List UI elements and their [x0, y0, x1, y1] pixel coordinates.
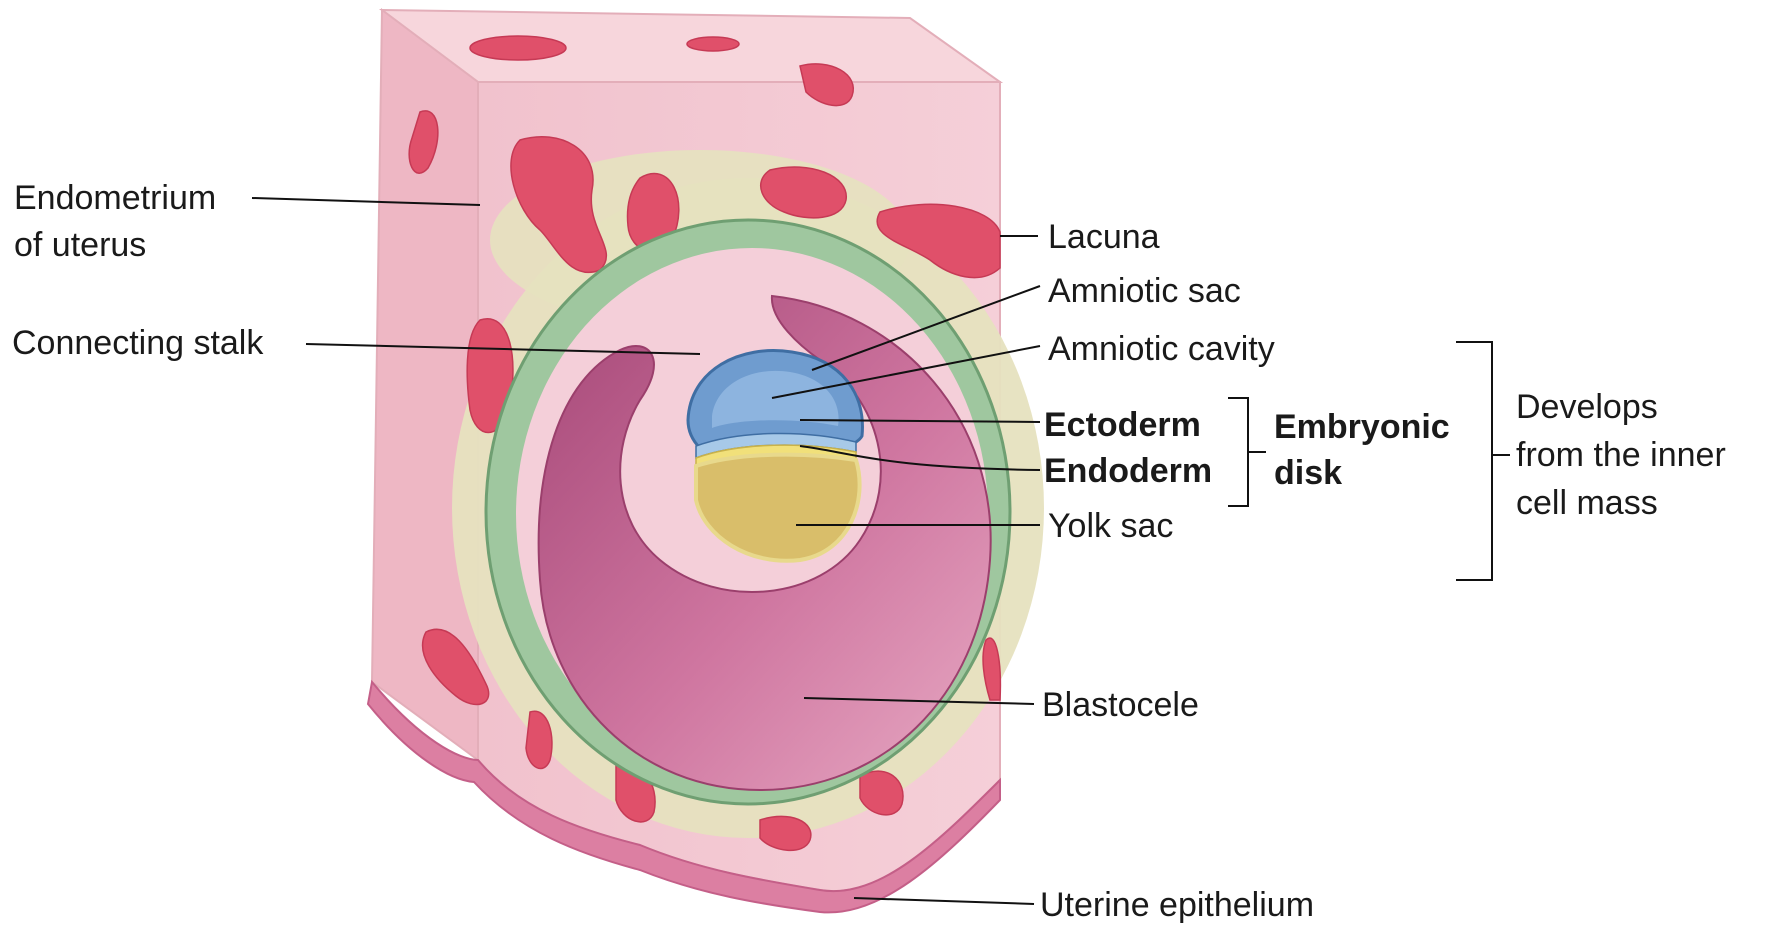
endometrium-label-line1: Endometrium [14, 179, 216, 217]
lacuna-shape [687, 37, 739, 51]
amniotic-sac-label: Amniotic sac [1048, 272, 1241, 310]
embryonic-disk-label-line1: Embryonic [1274, 408, 1450, 446]
endometrium-label-line2: of uterus [14, 226, 146, 264]
lacuna-label: Lacuna [1048, 218, 1160, 256]
embryonic-disk-label-line2: disk [1274, 454, 1342, 492]
yolk-sac-label: Yolk sac [1048, 507, 1173, 545]
uterine-epithelium-label: Uterine epithelium [1040, 886, 1314, 924]
connecting-stalk-label: Connecting stalk [12, 324, 264, 362]
leader-uterine-epithelium [854, 898, 1034, 904]
develops-label-line3: cell mass [1516, 484, 1658, 522]
ectoderm-label: Ectoderm [1044, 406, 1201, 444]
embryo [688, 351, 862, 561]
blastocele-label: Blastocele [1042, 686, 1199, 724]
develops-label-line1: Develops [1516, 388, 1658, 426]
embryonic-disk-bracket [1228, 398, 1266, 506]
amniotic-cavity-label: Amniotic cavity [1048, 330, 1275, 368]
inner-cell-mass-bracket [1456, 342, 1510, 580]
endoderm-label: Endoderm [1044, 452, 1212, 490]
develops-label-line2: from the inner [1516, 436, 1726, 474]
lacuna-shape [470, 36, 566, 60]
